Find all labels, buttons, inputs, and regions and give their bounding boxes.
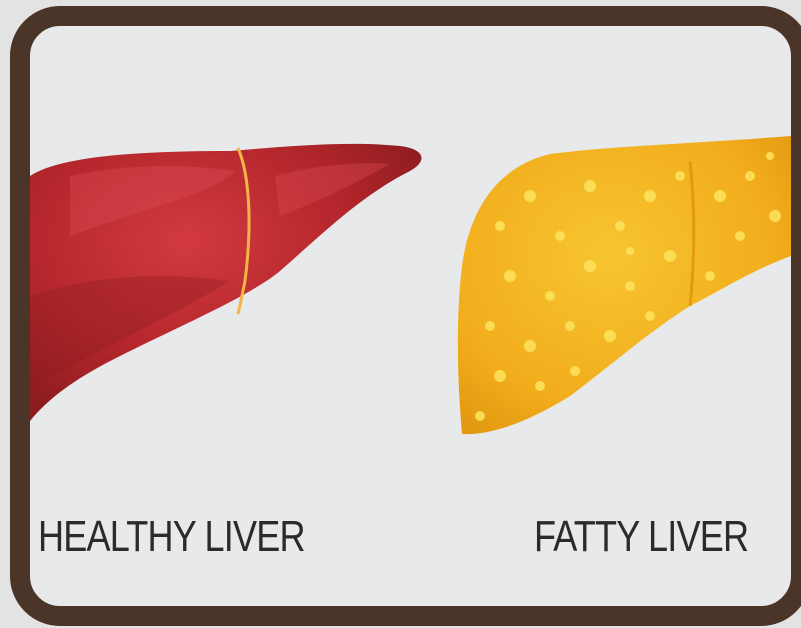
healthy-liver-image [30, 144, 421, 421]
healthy-liver-shadow [30, 276, 230, 386]
healthy-liver-label: HEALTHY LIVER [38, 512, 305, 562]
image-content: HEALTHY LIVER FATTY LIVER [30, 26, 791, 606]
fatty-liver-label: FATTY LIVER [534, 512, 748, 562]
fatty-liver-image [458, 136, 791, 434]
image-frame: HEALTHY LIVER FATTY LIVER [10, 6, 801, 626]
fatty-liver-shape [458, 136, 791, 434]
